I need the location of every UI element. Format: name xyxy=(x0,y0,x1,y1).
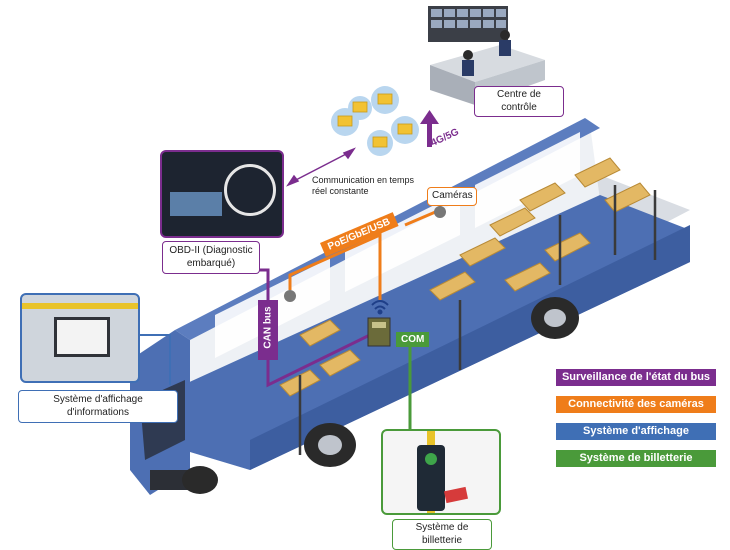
control-center-label: Centre de contrôle xyxy=(474,86,564,117)
camera-icon xyxy=(284,206,446,302)
legend-bus-monitoring: Surveillance de l'état du bus xyxy=(556,369,716,386)
communication-arrow xyxy=(286,147,356,187)
bus-ceiling-rails xyxy=(22,303,138,309)
validation-check-icon xyxy=(425,453,437,465)
dashboard-screen xyxy=(170,192,222,216)
obd-dashboard-panel xyxy=(160,150,284,238)
bus-poles xyxy=(298,185,657,455)
info-screen xyxy=(54,317,110,357)
info-display-panel xyxy=(20,293,140,383)
realtime-comm-label: Communication en temps réel constante xyxy=(312,175,415,196)
info-display-label: Système d'affichage d'informations xyxy=(18,390,178,423)
can-bus-tag: CAN bus xyxy=(258,300,278,360)
obd-label: OBD-II (Diagnostic embarqué) xyxy=(162,241,260,274)
legend-info-display: Système d'affichage d'informations xyxy=(556,423,716,454)
com-tag: COM xyxy=(396,332,430,347)
ticketing-label: Système de billetterie xyxy=(392,519,492,550)
display-line xyxy=(140,334,171,385)
uplink-arrow xyxy=(420,110,439,147)
control-center-illustration xyxy=(428,6,545,105)
can-bus-tag-text: CAN bus xyxy=(262,306,274,349)
ticketing-panel xyxy=(381,429,501,515)
legend-camera-connectivity: Connectivité des caméras xyxy=(556,396,716,413)
wifi-icon xyxy=(371,300,389,315)
gateway-device xyxy=(367,317,391,347)
cameras-label: Caméras xyxy=(427,187,477,206)
dashboard-gauge xyxy=(224,164,276,216)
folder-icon xyxy=(337,93,413,148)
ticket-card xyxy=(443,486,469,504)
legend-ticketing: Système de billetterie xyxy=(556,450,716,467)
